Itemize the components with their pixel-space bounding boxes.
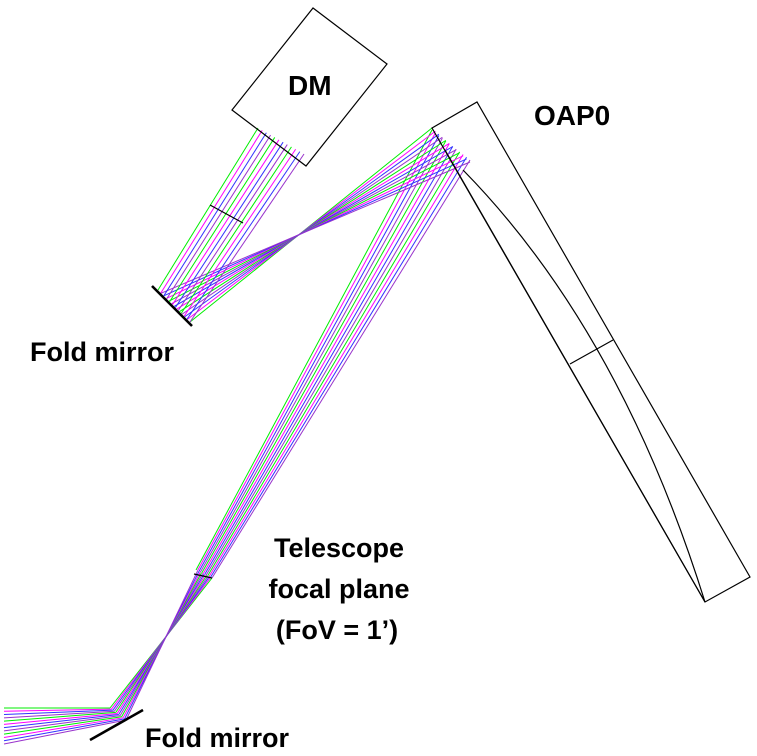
light-ray <box>3 719 127 745</box>
fold-mirror-bottom <box>89 708 144 742</box>
light-ray <box>3 710 115 719</box>
light-ray <box>3 716 122 735</box>
focal-plane-label-line3: (FoV = 1’) <box>276 615 398 645</box>
deformable-mirror-box <box>231 7 388 167</box>
light-ray <box>210 157 467 578</box>
fold-mirror-top <box>151 285 193 327</box>
light-ray <box>3 712 118 725</box>
light-ray <box>177 144 288 311</box>
light-ray <box>208 154 464 577</box>
light-ray <box>3 715 121 732</box>
light-ray <box>3 714 119 729</box>
light-ray <box>199 137 443 573</box>
light-ray <box>169 137 276 302</box>
light-ray <box>183 148 297 317</box>
light-ray <box>125 570 199 721</box>
light-ray <box>198 135 440 572</box>
light-ray <box>202 143 450 574</box>
light-ray <box>160 130 263 294</box>
oap0-curved-surface <box>462 169 706 603</box>
light-ray <box>205 148 457 576</box>
light-ray <box>211 159 471 579</box>
light-ray <box>201 140 447 574</box>
light-ray <box>161 161 471 294</box>
beam-marker-upper <box>209 204 244 224</box>
fold-mirror-bottom-label: Fold mirror <box>145 723 289 753</box>
light-ray <box>3 708 112 712</box>
oap0-inner-edge <box>444 149 706 603</box>
light-ray <box>157 127 259 291</box>
focal-plane-label-line2: focal plane <box>268 574 409 604</box>
light-ray <box>172 139 280 305</box>
light-ray <box>166 134 271 299</box>
light-ray <box>175 141 284 308</box>
light-ray <box>204 146 454 575</box>
fold-mirror-top-label: Fold mirror <box>30 337 174 367</box>
dm-label: DM <box>288 70 332 101</box>
oap0-label: OAP0 <box>534 100 610 131</box>
light-ray <box>3 709 113 716</box>
oap0-section-line <box>569 339 614 365</box>
focal-plane-marker <box>193 573 213 579</box>
ray-bundles <box>3 127 471 745</box>
light-ray <box>3 717 124 738</box>
light-ray <box>195 129 433 571</box>
light-ray <box>197 132 436 571</box>
light-ray <box>3 711 116 722</box>
light-ray <box>3 718 125 742</box>
light-ray <box>186 151 301 320</box>
light-ray <box>189 153 305 323</box>
light-ray <box>163 132 267 297</box>
focal-plane-label-line1: Telescope <box>274 533 404 563</box>
light-ray <box>180 146 292 314</box>
light-ray <box>207 151 461 577</box>
